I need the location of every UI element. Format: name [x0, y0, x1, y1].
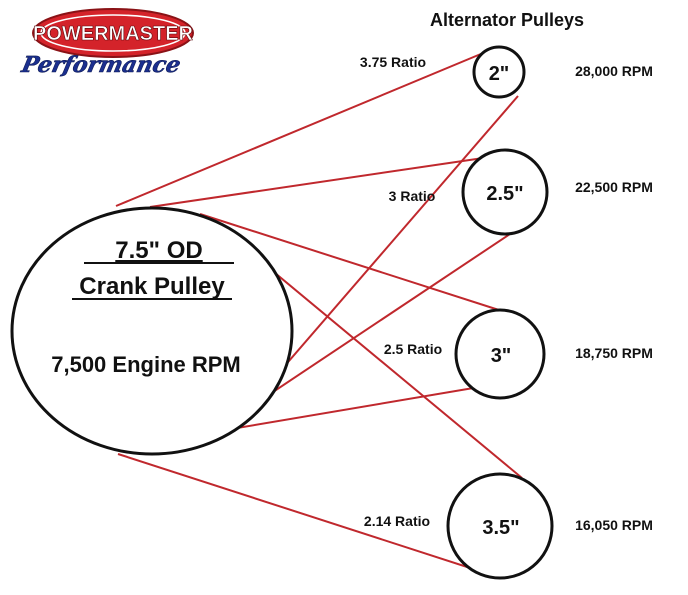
alternator-pulley-3in: 3" 2.5 Ratio 18,750 RPM	[384, 308, 653, 400]
ratio-label: 2.5 Ratio	[384, 341, 442, 357]
belt-line-3in-top	[199, 213, 503, 312]
crank-pulley: 7.5" OD Crank Pulley 7,500 Engine RPM	[10, 206, 294, 456]
crank-rpm-label: 7,500 Engine RPM	[51, 352, 241, 377]
belt-line-2in-top	[115, 50, 489, 207]
rpm-label: 18,750 RPM	[575, 345, 653, 361]
crank-size-label: 7.5" OD	[115, 237, 202, 264]
alternator-pulley-3p5in: 3.5" 2.14 Ratio 16,050 RPM	[364, 472, 653, 580]
belt-line-2p5in-top	[149, 156, 491, 208]
pulley-circle	[446, 472, 554, 580]
diagram-title: Alternator Pulleys	[430, 10, 584, 30]
belt-line-2in-bottom	[262, 95, 519, 392]
belt-line-3p5in-bottom	[117, 453, 499, 578]
alternator-pulley-2in: 2" 3.75 Ratio 28,000 RPM	[360, 45, 653, 99]
belt-lines	[112, 50, 523, 578]
pulley-circle	[454, 308, 546, 400]
pulley-circle	[461, 148, 549, 236]
rpm-label: 16,050 RPM	[575, 517, 653, 533]
logo-oval-inner	[40, 14, 186, 52]
ratio-label: 3.75 Ratio	[360, 54, 426, 70]
pulley-size-label: 3.5"	[482, 517, 519, 539]
logo-sub-text: Performance	[18, 52, 183, 78]
alternator-pulley-2p5in: 2.5" 3 Ratio 22,500 RPM	[389, 148, 653, 236]
crank-name-label: Crank Pulley	[79, 273, 225, 300]
logo-oval	[32, 8, 194, 58]
logo-brand-text: POWERMASTER	[33, 23, 194, 45]
pulley-size-label: 3"	[491, 345, 512, 367]
rpm-label: 28,000 RPM	[575, 63, 653, 79]
pulley-circle	[472, 45, 526, 99]
ratio-label: 3 Ratio	[389, 188, 436, 204]
ratio-label: 2.14 Ratio	[364, 513, 430, 529]
belt-line-2p5in-bottom	[245, 229, 517, 411]
pulley-size-label: 2.5"	[486, 183, 523, 205]
powermaster-logo: POWERMASTER Performance	[18, 8, 194, 78]
crank-pulley-circle	[10, 206, 294, 456]
pulley-size-label: 2"	[489, 63, 510, 85]
rpm-label: 22,500 RPM	[575, 179, 653, 195]
